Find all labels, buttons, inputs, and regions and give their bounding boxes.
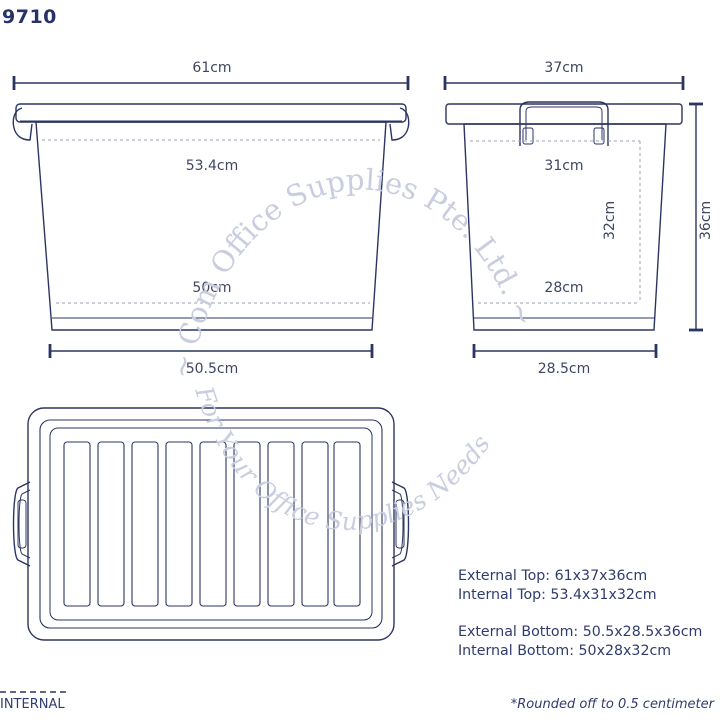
label-28-5cm: 28.5cm — [537, 361, 591, 377]
front-handle-left — [12, 107, 33, 141]
top-view — [12, 407, 410, 641]
spec-external-top: External Top: 61x37x36cm — [458, 568, 648, 584]
top-lid-outer — [27, 407, 395, 641]
top-handle-left — [12, 481, 31, 567]
spec-internal-top: Internal Top: 53.4x31x32cm — [458, 587, 657, 603]
front-view — [12, 76, 410, 358]
label-31cm: 31cm — [544, 158, 584, 174]
rounding-footnote: *Rounded off to 0.5 centimeter — [510, 697, 714, 712]
label-37cm: 37cm — [544, 60, 584, 76]
label-61cm: 61cm — [192, 60, 232, 76]
label-53-4cm: 53.4cm — [185, 158, 239, 174]
front-body — [35, 121, 387, 331]
top-lid-inner — [39, 419, 383, 629]
spec-external-bottom: External Bottom: 50.5x28.5x36cm — [458, 624, 703, 640]
legend-internal-label: INTERNAL — [0, 697, 65, 712]
side-handle — [519, 101, 609, 146]
label-28cm: 28cm — [544, 280, 584, 296]
label-36cm: 36cm — [698, 200, 714, 240]
lid-ribs — [63, 441, 361, 607]
side-body — [463, 123, 667, 331]
spec-internal-bottom: Internal Bottom: 50x28x32cm — [458, 643, 672, 659]
front-handle-right — [389, 107, 410, 141]
front-lid — [15, 103, 407, 123]
model-number: 9710 — [2, 6, 57, 28]
top-handle-right — [391, 481, 410, 567]
label-50cm: 50cm — [192, 280, 232, 296]
side-view — [443, 76, 703, 358]
label-50-5cm: 50.5cm — [185, 361, 239, 377]
label-32cm: 32cm — [602, 200, 618, 240]
